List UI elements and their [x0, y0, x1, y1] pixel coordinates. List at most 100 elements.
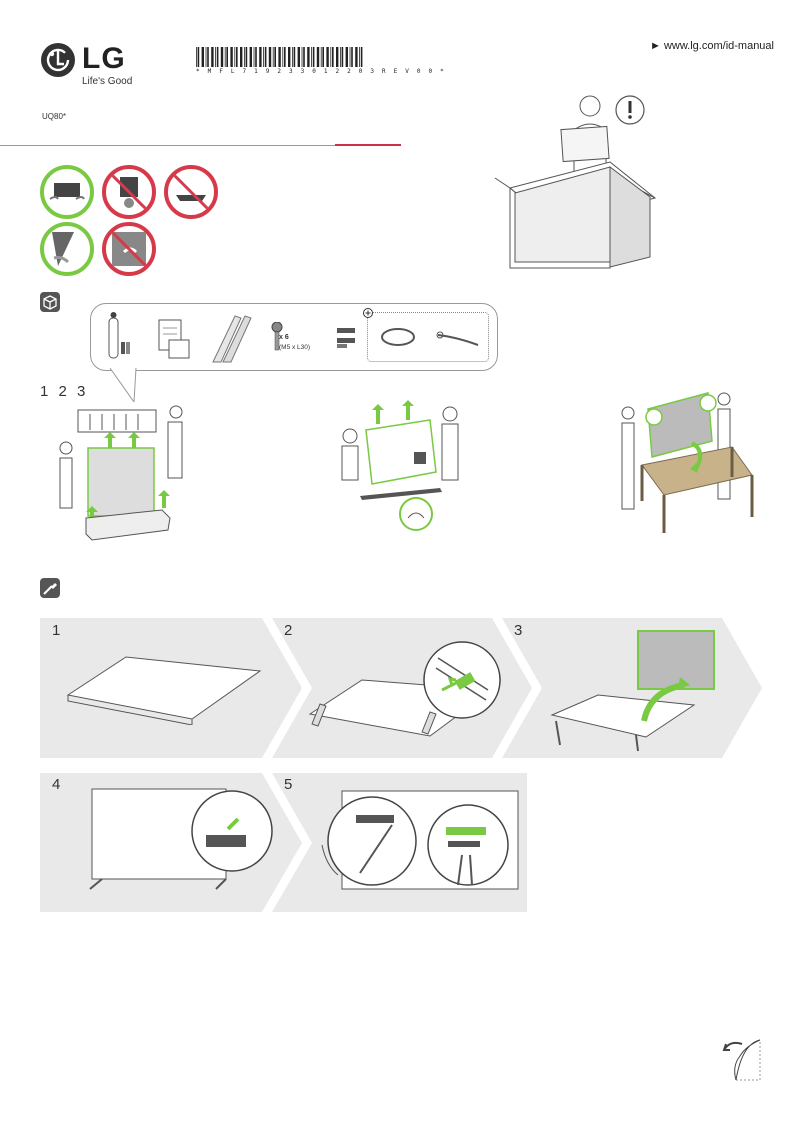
- screen-press-prohibited-icon: [102, 222, 156, 276]
- header-rule-accent: [335, 144, 401, 146]
- step-2-attach-stands: [308, 641, 501, 737]
- optional-parts-area: [363, 308, 489, 362]
- url-text: www.lg.com/id-manual: [663, 40, 774, 52]
- barcode-bar: [264, 47, 267, 67]
- barcode-bar: [211, 47, 214, 67]
- barcode-bar: [312, 47, 315, 67]
- barcode-bar: [215, 47, 216, 67]
- screen-edge-correct-icon: [40, 222, 94, 276]
- barcode-bar: [226, 47, 228, 67]
- step-number-2: 2: [284, 622, 293, 639]
- cable-holder-icon: [337, 328, 355, 348]
- barcode-bar: [207, 47, 209, 67]
- barcode-bar: [230, 47, 233, 67]
- lg-logo: LG Life's Good: [40, 42, 150, 90]
- barcode-bar: [205, 47, 207, 67]
- step-number-1: 1: [52, 622, 61, 639]
- barcode-bar: [322, 47, 324, 67]
- parts-bubble: x 6 (M5 x L30): [90, 303, 498, 371]
- barcode-bar: [355, 47, 358, 67]
- barcode-bar: [263, 47, 264, 67]
- barcode-bar: [268, 47, 272, 67]
- barcode-bar: [201, 47, 204, 67]
- barcode-bar: [196, 47, 197, 67]
- barcode-bar: [351, 47, 353, 67]
- play-arrow-icon: ►: [650, 40, 661, 52]
- manual-icon: [158, 319, 190, 359]
- bubble-tail: [109, 368, 137, 402]
- barcode-bar: [284, 47, 286, 67]
- barcode-bar: [240, 47, 243, 67]
- handling-prohibited-flat-icon: [164, 165, 218, 219]
- manual-url[interactable]: ► www.lg.com/id-manual: [650, 40, 774, 52]
- package-icon: [40, 292, 60, 312]
- place-on-table-illustration: [612, 385, 762, 535]
- barcode-bar: [307, 47, 310, 67]
- barcode-bar: [249, 47, 252, 67]
- step-5-cable-management: [321, 790, 519, 890]
- remote-control-icon: [108, 312, 130, 359]
- barcode-bars: [196, 47, 363, 67]
- barcode-bar: [332, 47, 334, 67]
- barcode-bar: [220, 47, 224, 67]
- lg-logo-icon: [41, 43, 75, 77]
- barcode-bar: [224, 47, 226, 67]
- barcode-bar: [340, 47, 341, 67]
- lift-box-illustration: [50, 400, 190, 550]
- barcode-bar: [360, 47, 363, 67]
- step-3-stand-up-tv: [550, 630, 715, 752]
- barcode-bar: [197, 47, 200, 67]
- barcode-bar: [255, 47, 257, 67]
- barcode-bar: [303, 47, 305, 67]
- screwdriver-icon: [40, 578, 60, 598]
- cable-tie-icon: [381, 328, 415, 346]
- optional-plus-icon: [363, 308, 373, 318]
- stand-icon: [212, 315, 252, 363]
- barcode-bar: [336, 47, 339, 67]
- barcode-bar: [245, 47, 248, 67]
- barcode-bar: [326, 47, 329, 67]
- barcode-bar: [316, 47, 320, 67]
- handling-correct-icon: [40, 165, 94, 219]
- barcode-bar: [253, 47, 255, 67]
- barcode-bar: [349, 47, 351, 67]
- barcode-text: * M F L 7 1 9 2 3 3 0 1 2 2 0 3 R E V 0 …: [196, 68, 446, 75]
- brand-name: LG: [82, 42, 126, 75]
- barcode-bar: [244, 47, 245, 67]
- barcode-bar: [320, 47, 322, 67]
- barcode-bar: [278, 47, 281, 67]
- barcode-bar: [272, 47, 274, 67]
- handling-prohibited-icon: [102, 165, 156, 219]
- unpack-steps-label: 1 2 3: [40, 383, 89, 400]
- barcode-bar: [234, 47, 236, 67]
- barcode-bar: [259, 47, 262, 67]
- screw-count: x 6: [279, 334, 289, 341]
- barcode-bar: [341, 47, 344, 67]
- barcode-bar: [282, 47, 284, 67]
- barcode-bar: [345, 47, 348, 67]
- step-number-5: 5: [284, 776, 293, 793]
- barcode-bar: [216, 47, 219, 67]
- barcode-bar: [288, 47, 291, 67]
- barcode-bar: [301, 47, 303, 67]
- barcode-bar: [311, 47, 312, 67]
- barcode-bar: [359, 47, 360, 67]
- model-number: UQ80*: [42, 112, 67, 121]
- step-number-3: 3: [514, 622, 523, 639]
- page-turn-icon: [722, 1036, 762, 1084]
- exclamation-icon: [615, 95, 645, 125]
- screw-spec: (M5 x L30): [279, 344, 311, 351]
- screw-icon: [271, 322, 283, 351]
- brand-slogan: Life's Good: [82, 76, 133, 87]
- barcode-bar: [297, 47, 300, 67]
- box-warning-illustration: [490, 90, 660, 280]
- cable-strap-icon: [436, 331, 479, 346]
- header-rule: [0, 145, 335, 146]
- step-number-4: 4: [52, 776, 61, 793]
- barcode-bar: [330, 47, 332, 67]
- barcode-bar: [236, 47, 238, 67]
- step-4-tv-back-bracket: [89, 788, 273, 890]
- lift-tv-illustration: [330, 400, 470, 540]
- barcode: * M F L 7 1 9 2 3 3 0 1 2 2 0 3 R E V 0 …: [196, 47, 444, 77]
- barcode-bar: [274, 47, 276, 67]
